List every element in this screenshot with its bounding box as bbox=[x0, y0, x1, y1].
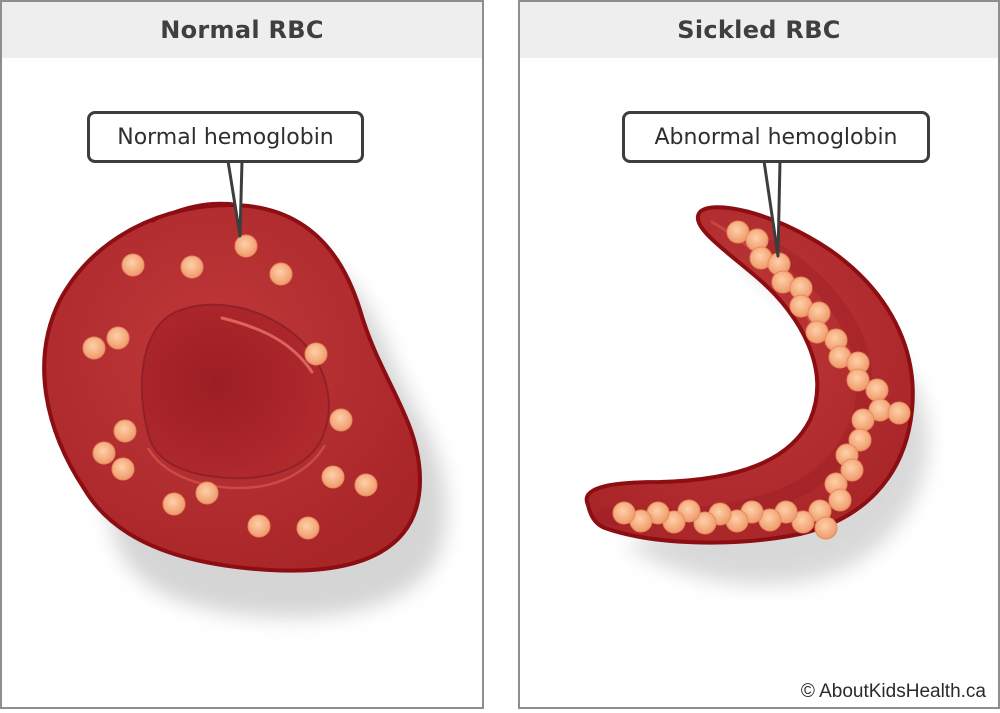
abnormal-hemoglobin-dot bbox=[693, 511, 717, 535]
abnormal-hemoglobin-dot bbox=[828, 488, 852, 512]
normal-hemoglobin-dot bbox=[329, 408, 353, 432]
normal-hemoglobin-callout: Normal hemoglobin bbox=[87, 111, 364, 163]
abnormal-hemoglobin-dot bbox=[851, 408, 875, 432]
copyright-text: © AboutKidsHealth.ca bbox=[800, 681, 986, 702]
normal-callout-pointer bbox=[226, 160, 244, 238]
normal-hemoglobin-dot bbox=[180, 255, 204, 279]
normal-rbc-cell bbox=[42, 201, 447, 618]
normal-hemoglobin-dot bbox=[269, 262, 293, 286]
abnormal-hemoglobin-callout: Abnormal hemoglobin bbox=[622, 111, 930, 163]
normal-hemoglobin-dot bbox=[111, 457, 135, 481]
abnormal-hemoglobin-dot bbox=[865, 378, 889, 402]
abnormal-hemoglobin-dot bbox=[840, 458, 864, 482]
normal-hemoglobin-dot bbox=[162, 492, 186, 516]
normal-hemoglobin-dot bbox=[304, 342, 328, 366]
normal-hemoglobin-dot bbox=[247, 514, 271, 538]
normal-hemoglobin-dot bbox=[296, 516, 320, 540]
normal-hemoglobin-dot bbox=[121, 253, 145, 277]
normal-rbc-title: Normal RBC bbox=[2, 2, 482, 58]
normal-hemoglobin-dot bbox=[113, 419, 137, 443]
normal-hemoglobin-dot bbox=[82, 336, 106, 360]
normal-hemoglobin-dot bbox=[321, 465, 345, 489]
normal-hemoglobin-dot bbox=[92, 441, 116, 465]
abnormal-callout-pointer bbox=[762, 160, 782, 258]
normal-hemoglobin-dot bbox=[106, 326, 130, 350]
abnormal-hemoglobin-dot bbox=[846, 368, 870, 392]
abnormal-hemoglobin-dot bbox=[814, 516, 838, 540]
abnormal-hemoglobin-dot bbox=[791, 510, 815, 534]
abnormal-hemoglobin-dot bbox=[612, 501, 636, 525]
normal-hemoglobin-dots bbox=[82, 234, 378, 540]
normal-hemoglobin-dot bbox=[354, 473, 378, 497]
sickled-rbc-title: Sickled RBC bbox=[520, 2, 998, 58]
normal-hemoglobin-dot bbox=[195, 481, 219, 505]
abnormal-hemoglobin-dot bbox=[848, 428, 872, 452]
abnormal-hemoglobin-dots bbox=[612, 220, 911, 540]
normal-hemoglobin-dot bbox=[234, 234, 258, 258]
abnormal-hemoglobin-dot bbox=[887, 401, 911, 425]
